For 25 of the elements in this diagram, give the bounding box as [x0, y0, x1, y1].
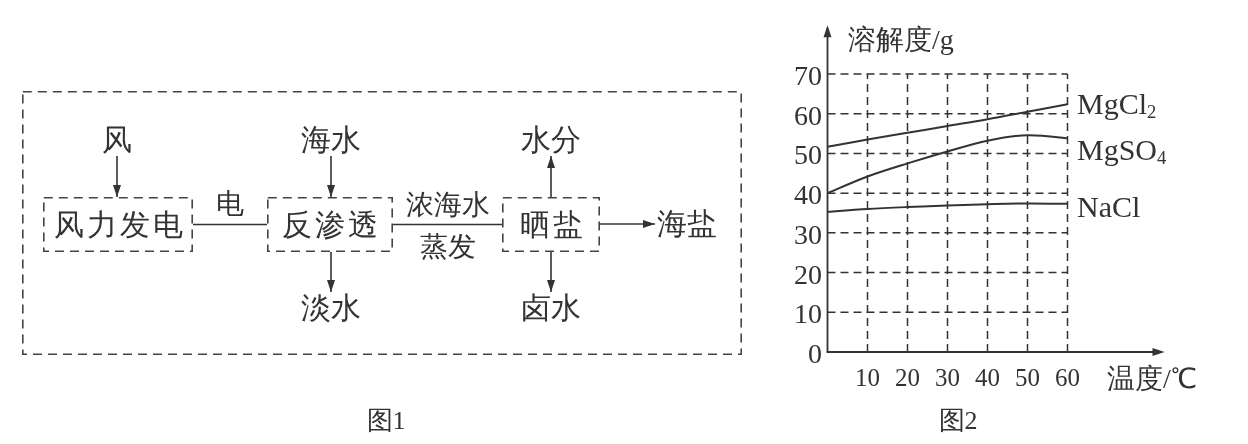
connector-line [392, 223, 503, 226]
axis-title: 温度/℃ [1107, 365, 1197, 393]
output-label: 海盐 [655, 208, 719, 240]
figure-caption: 图2 [938, 408, 978, 434]
outer-frame [22, 91, 742, 355]
axis-title: 溶解度/g [848, 26, 954, 54]
edge-label: 浓海水 [405, 190, 490, 219]
connector-line [192, 223, 268, 226]
output-label: 淡水 [299, 292, 363, 324]
output-label: 卤水 [519, 292, 583, 324]
process-box: 反渗透 [267, 197, 393, 252]
figure-caption: 图1 [366, 408, 406, 434]
arrow [547, 155, 555, 198]
arrow [599, 220, 656, 228]
input-label: 海水 [299, 124, 363, 156]
arrow [327, 251, 335, 293]
edge-label: 电 [216, 189, 244, 218]
process-box: 晒盐 [502, 197, 600, 252]
process-label: 蒸发 [420, 233, 476, 261]
input-label: 风 [101, 124, 133, 156]
arrow [327, 155, 335, 198]
arrow [113, 155, 121, 198]
output-label: 水分 [519, 124, 583, 156]
arrow [547, 251, 555, 293]
process-box: 风力发电 [43, 197, 193, 252]
